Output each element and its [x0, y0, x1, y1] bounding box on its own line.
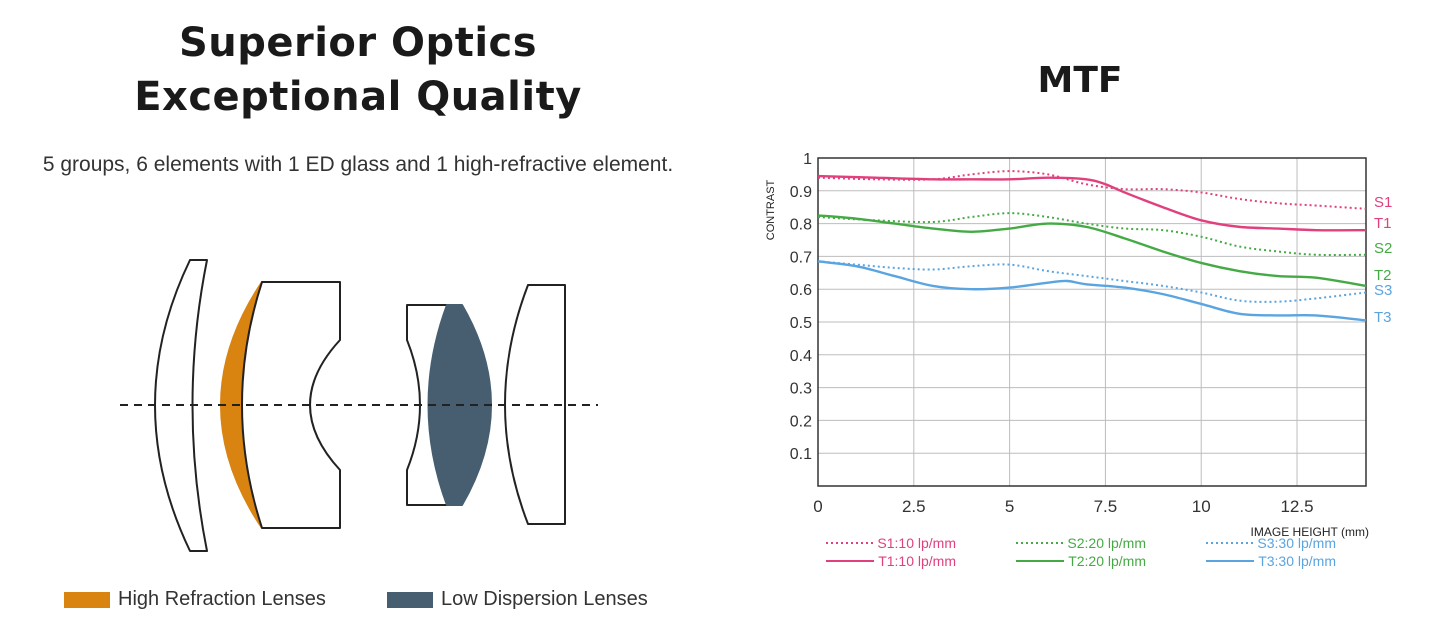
series-line-s1 [817, 170, 1367, 210]
legend-swatch-slate [387, 591, 433, 608]
legend-label-s1: S1:10 lp/mm [877, 535, 956, 551]
y-tick-label: 0.7 [790, 249, 812, 266]
series-end-label: T3 [1374, 309, 1392, 326]
y-tick-label: 0.2 [790, 413, 812, 430]
series-line-t1 [817, 174, 1367, 232]
title-line-1: Superior Optics [178, 20, 538, 66]
series-end-label: T1 [1374, 215, 1392, 232]
x-tick-label: 10 [1192, 497, 1211, 516]
series-line-s2 [817, 212, 1367, 257]
legend-high-refraction: High Refraction Lenses [64, 588, 326, 611]
legend-label-high-refraction: High Refraction Lenses [118, 588, 326, 610]
y-axis-label: CONTRAST [765, 179, 777, 240]
y-tick-label: 0.9 [790, 184, 812, 201]
legend-label-low-dispersion: Low Dispersion Lenses [441, 588, 648, 610]
series-end-label: S2 [1374, 240, 1392, 257]
legend-low-dispersion: Low Dispersion Lenses [387, 588, 648, 611]
legend-swatch-orange [64, 591, 110, 608]
series-line-t3 [817, 260, 1367, 322]
x-tick-label: 7.5 [1094, 497, 1118, 516]
legend-label-t3: T3:30 lp/mm [1258, 553, 1336, 569]
series-end-label: S1 [1374, 194, 1392, 211]
legend-label-t2: T2:20 lp/mm [1068, 553, 1146, 569]
x-tick-label: 0 [813, 497, 822, 516]
page-title: Superior Optics Exceptional Quality [108, 16, 608, 124]
lens-description: 5 groups, 6 elements with 1 ED glass and… [42, 153, 674, 176]
lens-element-6 [504, 284, 566, 525]
y-tick-label: 0.4 [790, 348, 812, 365]
y-tick-label: 0.6 [790, 282, 812, 299]
x-tick-label: 5 [1005, 497, 1014, 516]
title-line-2: Exceptional Quality [134, 74, 582, 120]
series-line-t2 [817, 214, 1367, 288]
legend-label-s3: S3:30 lp/mm [1257, 535, 1336, 551]
series-end-label: T2 [1374, 267, 1392, 284]
x-tick-label: 2.5 [902, 497, 926, 516]
y-tick-label: 1 [803, 151, 812, 168]
plot-frame [817, 157, 1367, 487]
y-tick-label: 0.8 [790, 217, 812, 234]
x-axis-label: IMAGE HEIGHT (mm) [1251, 525, 1369, 539]
y-tick-label: 0.3 [790, 381, 812, 398]
y-tick-label: 0.1 [790, 446, 812, 463]
legend-label-s2: S2:20 lp/mm [1067, 535, 1146, 551]
lens-diagram [120, 259, 598, 552]
mtf-title: MTF [1037, 60, 1123, 101]
series-line-s3 [817, 260, 1367, 303]
y-tick-label: 0.5 [790, 315, 812, 332]
series-end-label: S3 [1374, 282, 1392, 299]
legend-label-t1: T1:10 lp/mm [878, 553, 956, 569]
x-tick-label: 12.5 [1280, 497, 1313, 516]
